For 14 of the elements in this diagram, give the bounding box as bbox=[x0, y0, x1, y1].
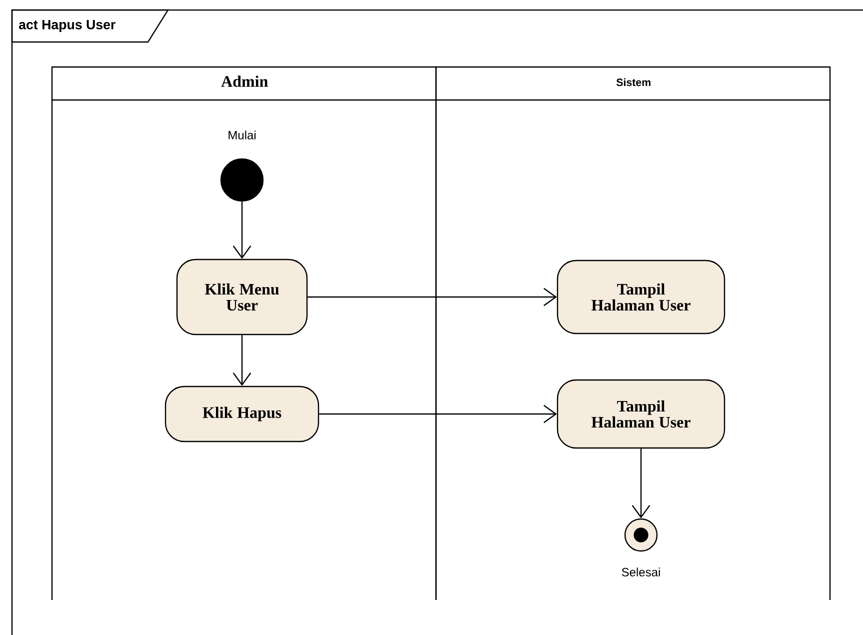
end-node bbox=[624, 518, 658, 552]
arrow bbox=[232, 335, 252, 386]
start-node bbox=[220, 158, 264, 202]
arrow bbox=[308, 288, 557, 306]
node-caption: Selesai bbox=[622, 568, 660, 576]
arrow bbox=[632, 448, 650, 518]
arrow bbox=[319, 404, 557, 424]
frame-title: act Hapus User bbox=[19, 20, 116, 32]
arrow bbox=[232, 202, 252, 259]
activity-box: Klik Hapus bbox=[164, 386, 320, 442]
activity-box: Tampil Halaman User bbox=[556, 379, 726, 449]
node-caption: Mulai bbox=[228, 130, 256, 140]
activity-box: Tampil Halaman User bbox=[556, 260, 726, 334]
activity-box: Klik Menu User bbox=[176, 258, 308, 336]
